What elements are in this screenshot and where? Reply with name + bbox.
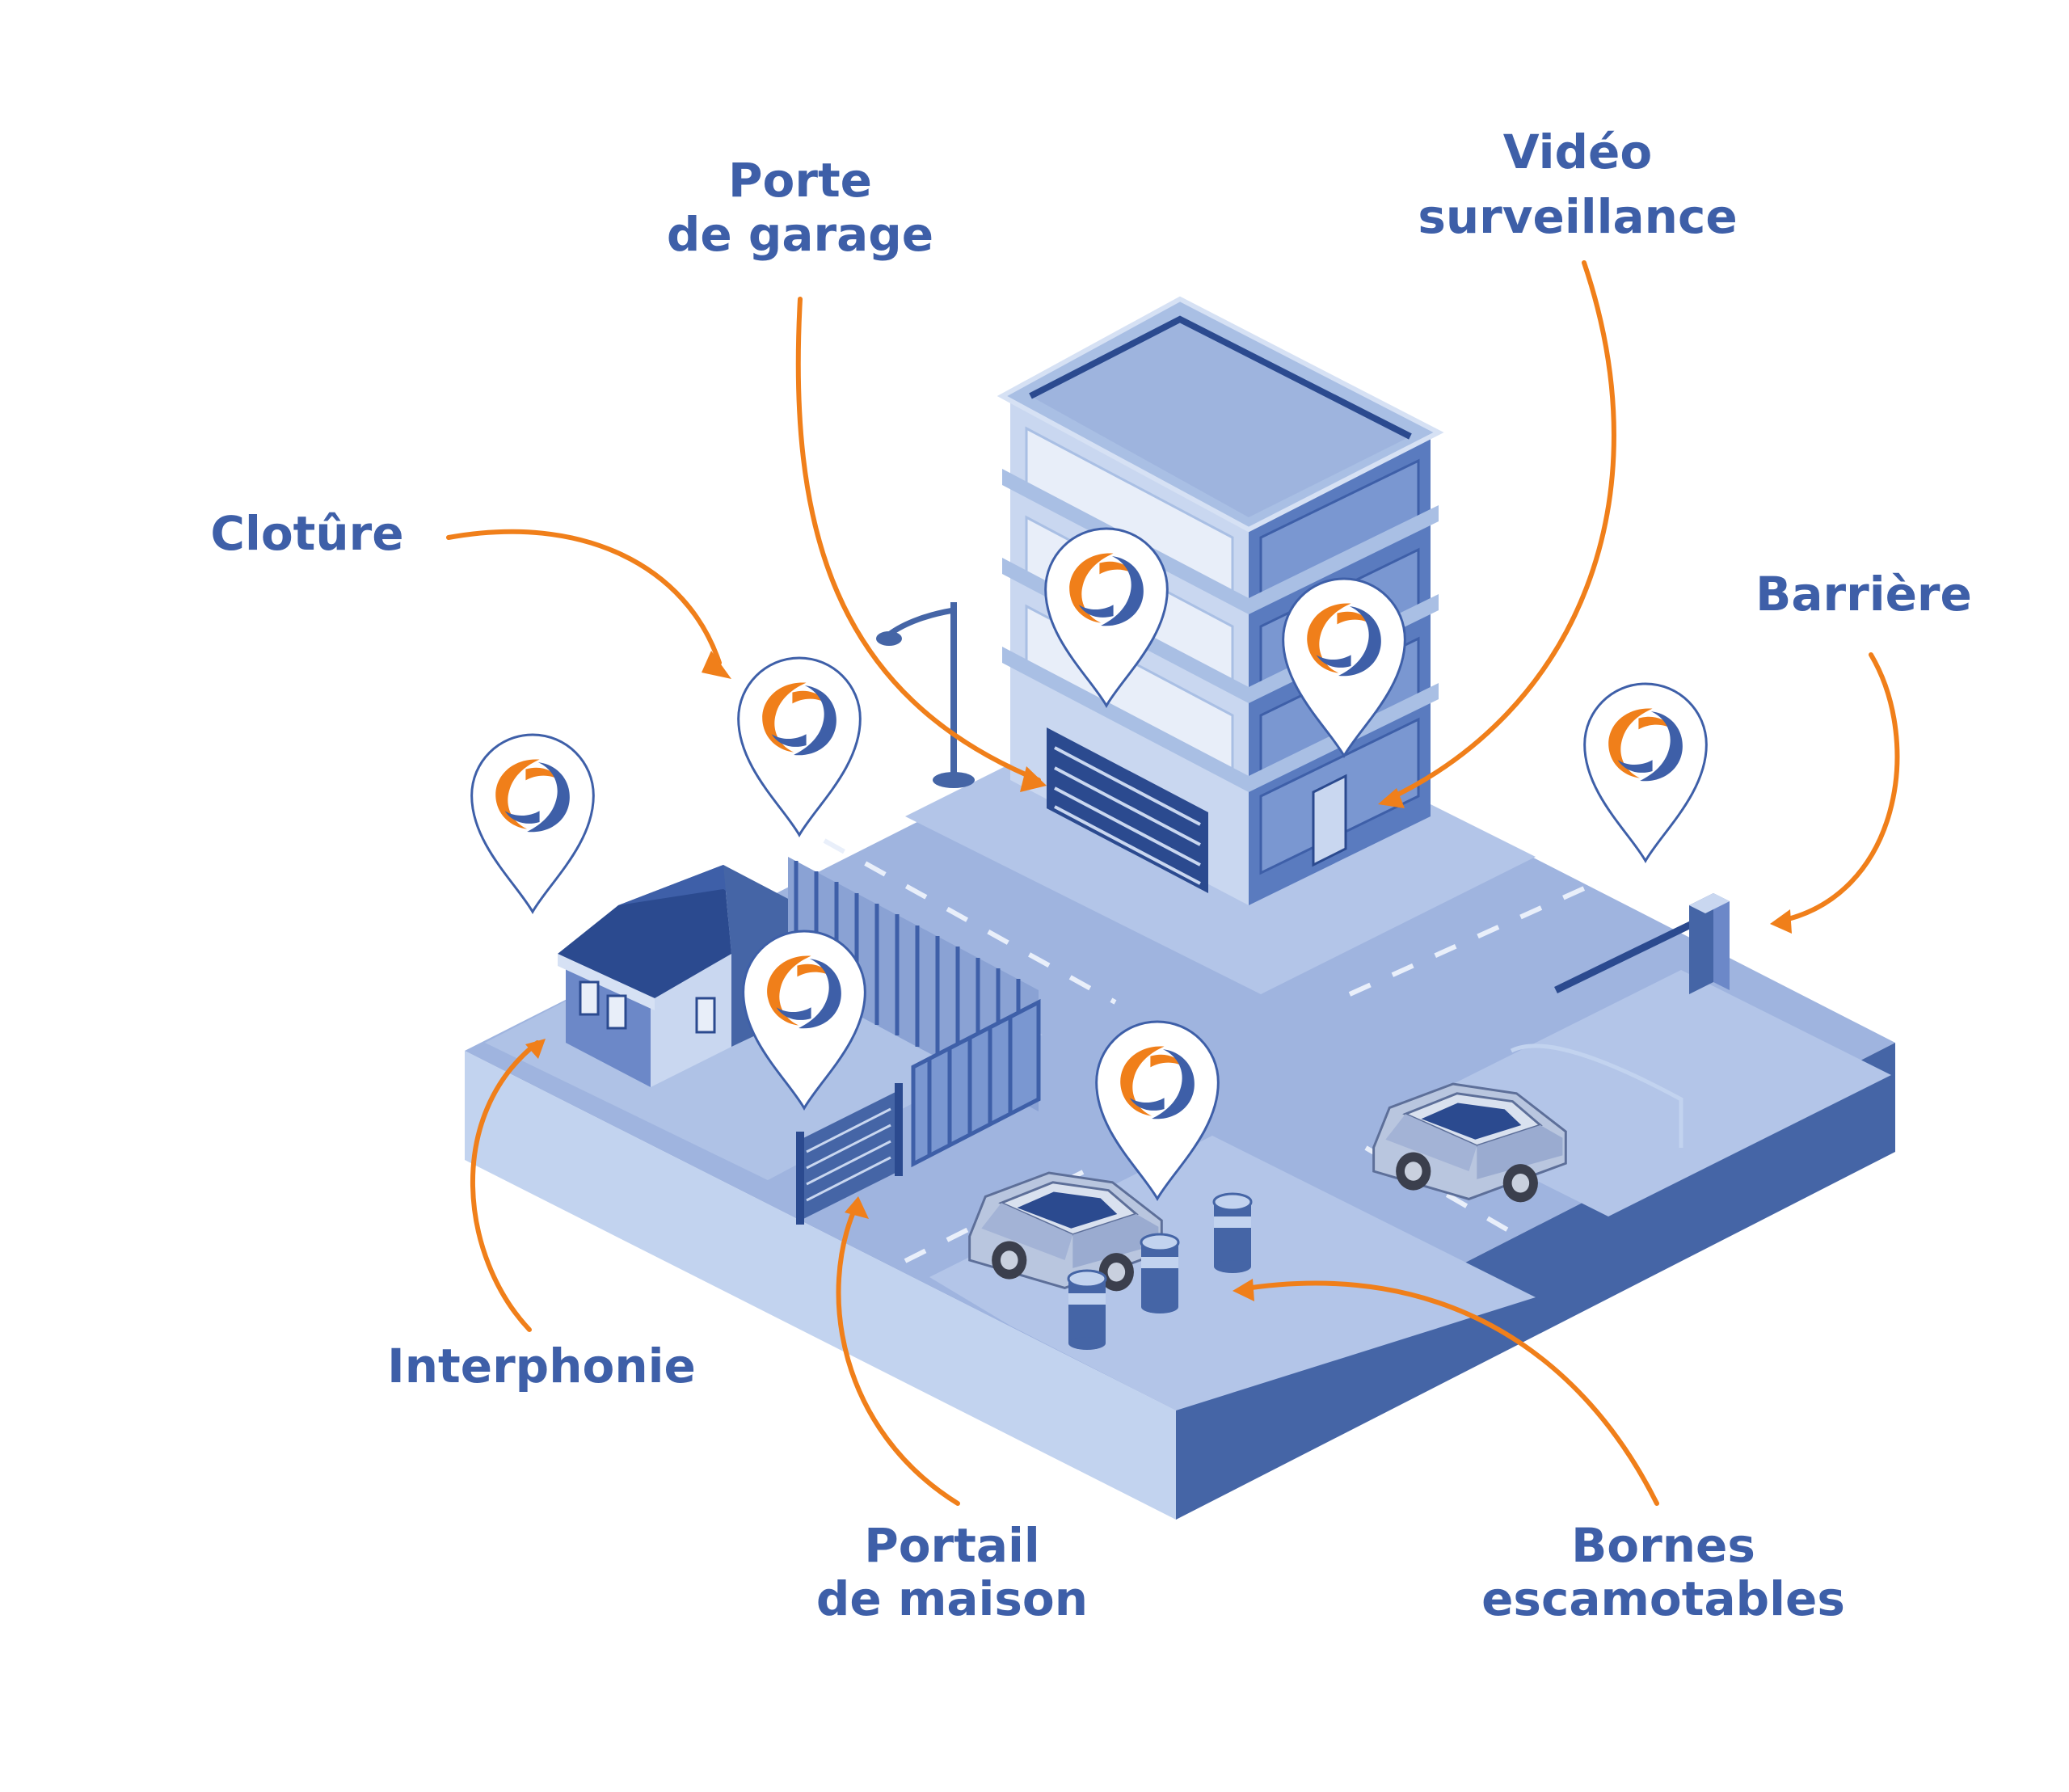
map-pin-icon <box>472 735 594 912</box>
svg-text:Barrière: Barrière <box>1755 567 1972 622</box>
bollard-icon <box>1212 1192 1253 1273</box>
label-interphonie: Interphonie <box>387 1339 696 1394</box>
svg-text:Portail: Portail <box>864 1518 1040 1573</box>
svg-text:surveillance: surveillance <box>1418 189 1737 244</box>
svg-text:Interphonie: Interphonie <box>387 1339 696 1394</box>
label-video-surveillance: Vidéo surveillance <box>1418 124 1737 244</box>
svg-text:escamotables: escamotables <box>1481 1571 1845 1626</box>
label-portail-maison: Portail de maison <box>816 1518 1088 1626</box>
callout-arrows <box>446 260 1900 1506</box>
street-lamp-icon <box>876 602 975 788</box>
fence <box>788 857 1041 1168</box>
building-entrance <box>1312 774 1347 867</box>
label-cloture: Clotûre <box>210 506 403 561</box>
bollard-icon <box>1067 1269 1107 1350</box>
map-pin-icon <box>1585 684 1707 861</box>
garage-door <box>1047 727 1208 893</box>
bollard-icon <box>1140 1233 1180 1313</box>
label-barriere: Barrière <box>1755 567 1972 622</box>
svg-text:de maison: de maison <box>816 1571 1088 1626</box>
svg-text:de garage: de garage <box>667 207 933 262</box>
svg-text:Porte: Porte <box>728 153 872 208</box>
barrier-icon <box>1554 893 1730 994</box>
svg-text:Bornes: Bornes <box>1571 1518 1755 1573</box>
house-gate <box>796 1083 903 1225</box>
label-porte-garage: Porte de garage <box>667 153 933 262</box>
map-pin-icon <box>739 658 861 835</box>
ground-front-face <box>465 1051 1176 1520</box>
label-bornes-escamotables: Bornes escamotables <box>1481 1518 1845 1626</box>
svg-text:Clotûre: Clotûre <box>210 506 403 561</box>
svg-text:Vidéo: Vidéo <box>1503 124 1652 179</box>
